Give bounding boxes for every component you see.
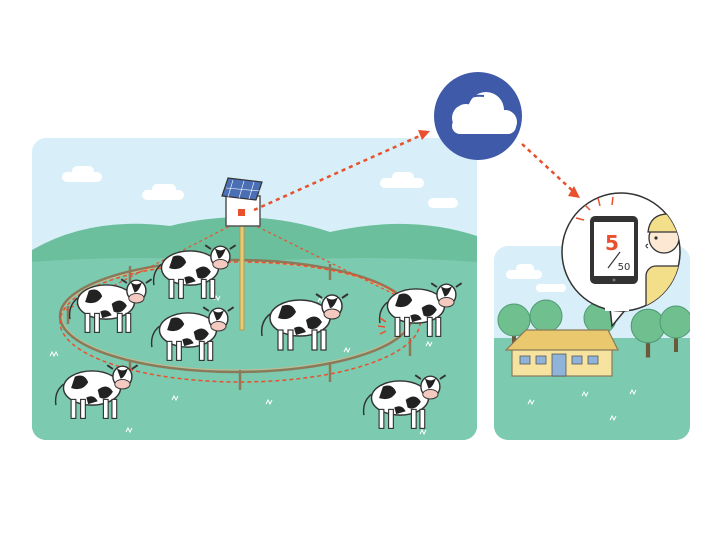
cloud-icon [452, 92, 517, 134]
data-flow-lines [253, 130, 580, 212]
barn-icon [504, 329, 619, 377]
total-cow-count: 50 [618, 262, 631, 273]
alert-marks [377, 317, 387, 335]
tablet-alert-burst [575, 196, 614, 221]
tablet-icon: 5 50 [590, 216, 638, 284]
sky-clouds [62, 166, 458, 208]
pasture-panel [32, 138, 477, 440]
unusual-cow-count: 5 [605, 231, 619, 255]
solar-sensor-icon [221, 177, 263, 227]
cloud-badge [434, 72, 522, 160]
